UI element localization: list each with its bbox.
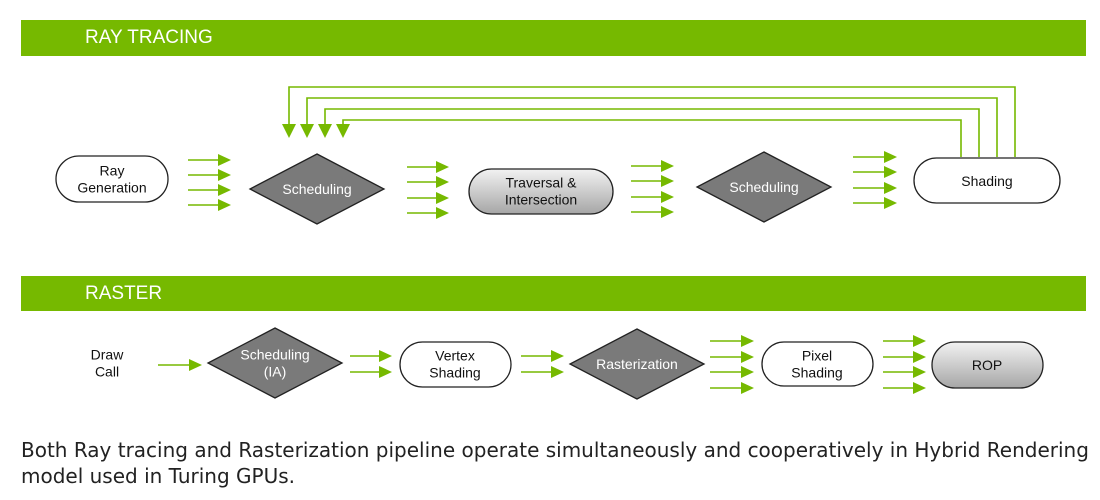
arrow-head [661, 191, 674, 203]
arrow-head [436, 161, 449, 173]
traversal-intersection-label: Traversal &Intersection [505, 175, 577, 208]
scheduling-2-label: Scheduling [729, 179, 798, 195]
arrow-head [741, 382, 754, 394]
arrow-head [913, 366, 926, 378]
rasterization-label: Rasterization [596, 356, 678, 372]
scheduling-ia-label: Scheduling(IA) [240, 347, 309, 380]
arrow-head [551, 350, 564, 362]
arrow-head [218, 184, 231, 196]
arrow-head [218, 199, 231, 211]
shading-node [913, 157, 1061, 204]
caption: Both Ray tracing and Rasterization pipel… [21, 438, 1089, 488]
rop-node [931, 341, 1044, 389]
feedback-arrow-head [318, 124, 332, 138]
pixel-shading-node [761, 341, 874, 387]
vertex-shading-node [399, 341, 512, 388]
scheduling-1-label: Scheduling [282, 181, 351, 197]
scheduling-ia-node [206, 327, 344, 399]
arrow-head [661, 160, 674, 172]
arrow-head [218, 154, 231, 166]
feedback-loop [324, 108, 980, 157]
arrow-head [884, 166, 897, 178]
arrow-head [741, 335, 754, 347]
feedback-loop [342, 119, 962, 157]
feedback-arrow-head [300, 124, 314, 138]
ray-tracing-header: RAY TRACING [21, 20, 1086, 56]
rasterization-node [568, 328, 706, 400]
feedback-loop [306, 97, 998, 157]
raster-header: RASTER [21, 276, 1086, 311]
ray-tracing-title: RAY TRACING [85, 27, 213, 48]
shading-label: Shading [961, 173, 1012, 189]
ray-generation-node [55, 155, 169, 203]
arrow-head [741, 351, 754, 363]
arrow-head [436, 176, 449, 188]
arrow-head [884, 151, 897, 163]
flow-arrows [158, 86, 1016, 394]
arrow-head [189, 359, 202, 371]
feedback-arrow-head [336, 124, 350, 138]
scheduling-node-1 [248, 153, 386, 225]
arrow-head [661, 206, 674, 218]
arrow-head [913, 335, 926, 347]
feedback-loop [288, 86, 1016, 157]
scheduling-node-2 [695, 151, 833, 223]
arrow-head [379, 350, 392, 362]
arrow-head [551, 366, 564, 378]
arrow-head [218, 169, 231, 181]
traversal-intersection-node [468, 168, 614, 215]
raster-title: RASTER [85, 283, 163, 304]
arrow-head [741, 366, 754, 378]
arrow-head [884, 182, 897, 194]
arrow-head [436, 207, 449, 219]
feedback-arrow-head [282, 124, 296, 138]
arrow-head [436, 192, 449, 204]
arrow-head [379, 366, 392, 378]
arrow-head [661, 175, 674, 187]
arrow-head [884, 197, 897, 209]
arrow-head [913, 351, 926, 363]
rop-label: ROP [972, 357, 1002, 373]
arrow-head [913, 382, 926, 394]
